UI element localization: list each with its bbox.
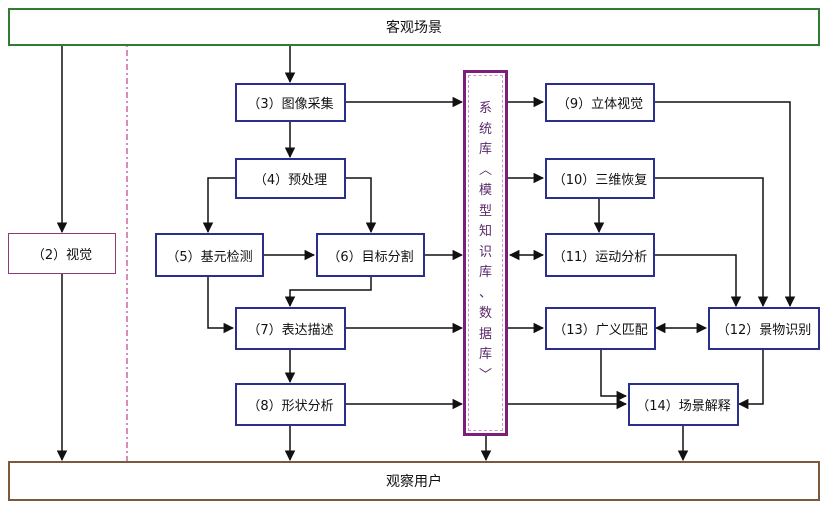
node-representation: （7）表达描述	[235, 307, 346, 350]
node-scene-recognition: （12）景物识别	[708, 307, 820, 350]
node-stereo-vision: （9）立体视觉	[545, 83, 655, 122]
node-motion-analysis: （11）运动分析	[545, 233, 655, 277]
node-primitive-detection: （5）基元检测	[155, 233, 264, 277]
observer-user-bar: 观察用户	[8, 461, 820, 501]
arrow-n11-to-n12	[655, 254, 742, 308]
vision-node: （2）视觉	[8, 233, 116, 274]
objective-scene-bar: 客观场景	[8, 8, 820, 46]
arrow-n4-to-n5	[202, 177, 236, 234]
node-scene-interpretation: （14）场景解释	[628, 383, 739, 426]
arrow-n13-to-n14	[600, 350, 628, 402]
node-preprocessing: （4）预处理	[235, 158, 346, 199]
arrow-n6-to-n7	[284, 277, 372, 308]
arrow-n10-to-n12	[655, 177, 769, 308]
database-label: 系 统 库 ︿ 模 型 知 识 库 、 数 据 库 ﹀	[478, 101, 492, 383]
arrow-n12-to-n14	[737, 350, 764, 410]
arrow-n9-to-n12	[655, 101, 796, 308]
node-shape-analysis: （8）形状分析	[235, 383, 346, 426]
arrow-n5-to-n7	[207, 277, 235, 334]
node-generalized-matching: （13）广义匹配	[545, 307, 656, 350]
node-3d-recovery: （10）三维恢复	[545, 158, 655, 199]
arrow-n4-to-n6	[346, 177, 377, 234]
node-target-segmentation: （6）目标分割	[316, 233, 425, 277]
system-database: 系 统 库 ︿ 模 型 知 识 库 、 数 据 库 ﹀	[463, 70, 508, 436]
node-image-acquisition: （3）图像采集	[235, 83, 346, 122]
